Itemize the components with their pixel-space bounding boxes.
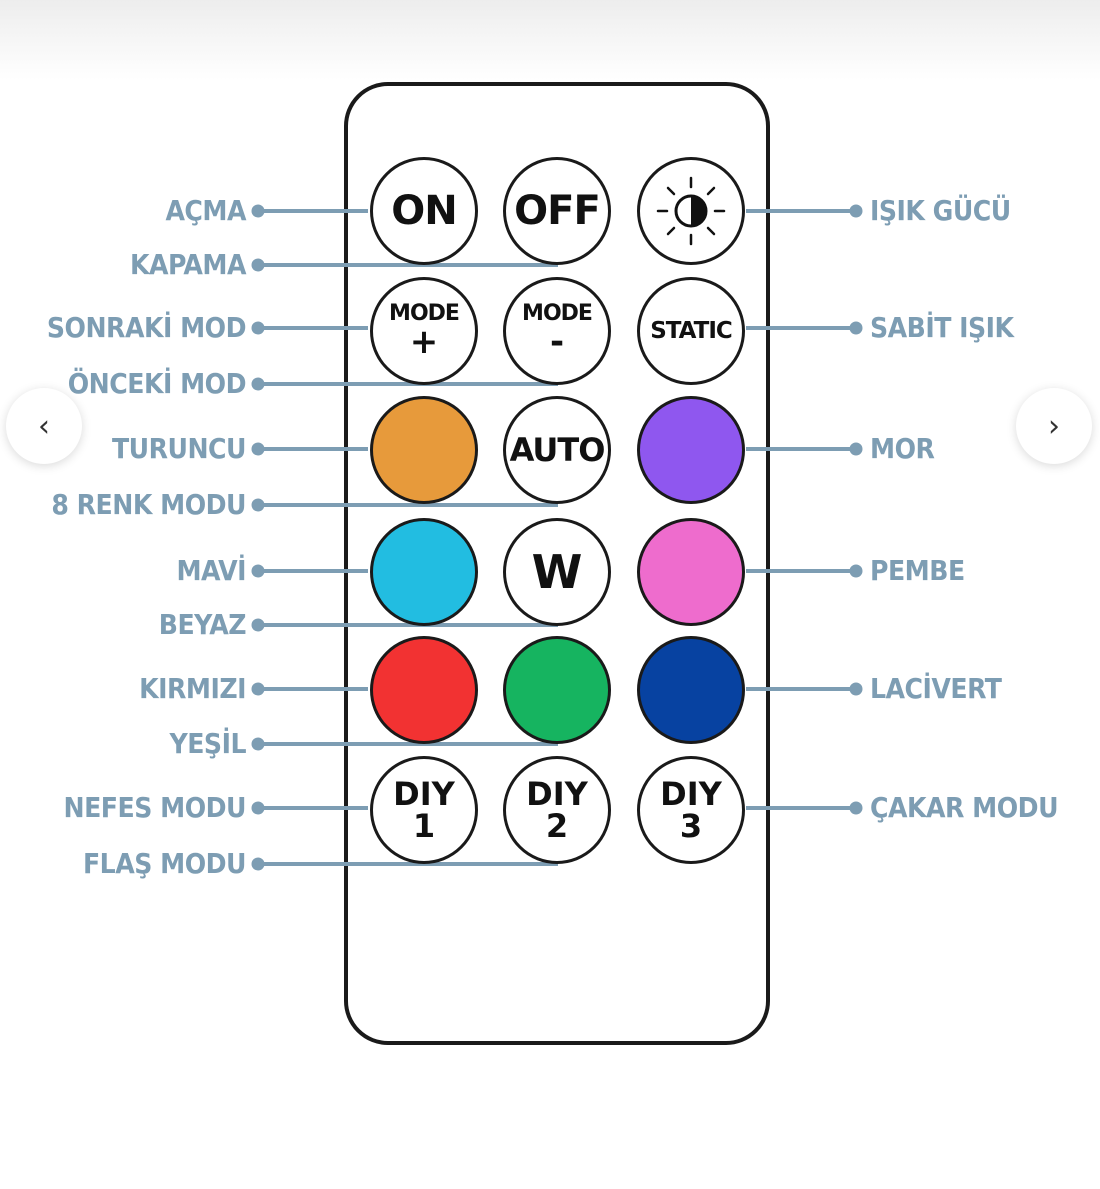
off-button-label: OFF <box>514 188 601 234</box>
off-button[interactable]: OFF <box>503 157 611 265</box>
diy2-number: 2 <box>545 807 569 845</box>
label-beyaz: BEYAZ <box>158 608 247 641</box>
label-acma: AÇMA <box>165 194 246 227</box>
label-flas-modu: FLAŞ MODU <box>82 847 247 880</box>
pink-color-button[interactable] <box>637 518 745 626</box>
minus-icon: - <box>549 322 565 362</box>
brightness-button[interactable] <box>637 157 745 265</box>
label-pembe: PEMBE <box>870 554 965 587</box>
white-button[interactable]: W <box>503 518 611 626</box>
navy-color-button[interactable] <box>637 636 745 744</box>
static-button-label: STATIC <box>650 317 733 344</box>
red-color-button[interactable] <box>370 636 478 744</box>
diy2-button[interactable]: DIY 2 <box>503 756 611 864</box>
static-button[interactable]: STATIC <box>637 277 745 385</box>
label-mavi: MAVİ <box>176 554 246 587</box>
diy2-label: DIY <box>526 775 588 813</box>
green-color-button[interactable] <box>503 636 611 744</box>
diy3-label: DIY <box>660 775 722 813</box>
top-fade <box>0 0 1100 80</box>
label-sonraki-mod: SONRAKİ MOD <box>46 311 247 344</box>
auto-button-label: AUTO <box>509 431 606 469</box>
mode-minus-label: MODE <box>522 301 593 326</box>
mode-plus-button[interactable]: MODE + <box>370 277 478 385</box>
mode-minus-button[interactable]: MODE - <box>503 277 611 385</box>
label-lacivert: LACİVERT <box>870 672 1002 705</box>
label-kirmizi: KIRMIZI <box>139 672 246 705</box>
chevron-left-icon: ‹ <box>38 408 50 444</box>
diy3-button[interactable]: DIY 3 <box>637 756 745 864</box>
label-yesil: YEŞİL <box>169 727 246 760</box>
plus-icon: + <box>409 322 439 362</box>
white-button-label: W <box>531 545 583 599</box>
label-sabit-isik: SABİT IŞIK <box>870 311 1014 344</box>
label-cakar-modu: ÇAKAR MODU <box>870 791 1059 824</box>
carousel-prev-button[interactable]: ‹ <box>6 388 82 464</box>
diy3-number: 3 <box>679 807 703 845</box>
label-mor: MOR <box>870 432 935 465</box>
diy1-label: DIY <box>393 775 455 813</box>
blue-color-button[interactable] <box>370 518 478 626</box>
label-8-renk-modu: 8 RENK MODU <box>51 488 246 521</box>
diy1-button[interactable]: DIY 1 <box>370 756 478 864</box>
orange-color-button[interactable] <box>370 396 478 504</box>
label-turuncu: TURUNCU <box>111 432 247 465</box>
purple-color-button[interactable] <box>637 396 745 504</box>
label-isik-gucu: IŞIK GÜCÜ <box>870 194 1011 227</box>
auto-button[interactable]: AUTO <box>503 396 611 504</box>
label-nefes-modu: NEFES MODU <box>63 791 247 824</box>
on-button[interactable]: ON <box>370 157 478 265</box>
label-kapama: KAPAMA <box>130 248 246 281</box>
brightness-icon <box>656 176 726 246</box>
label-onceki-mod: ÖNCEKİ MOD <box>67 367 247 400</box>
carousel-next-button[interactable]: › <box>1016 388 1092 464</box>
on-button-label: ON <box>391 188 457 234</box>
mode-plus-label: MODE <box>389 301 460 326</box>
diy1-number: 1 <box>412 807 436 845</box>
chevron-right-icon: › <box>1048 408 1060 444</box>
